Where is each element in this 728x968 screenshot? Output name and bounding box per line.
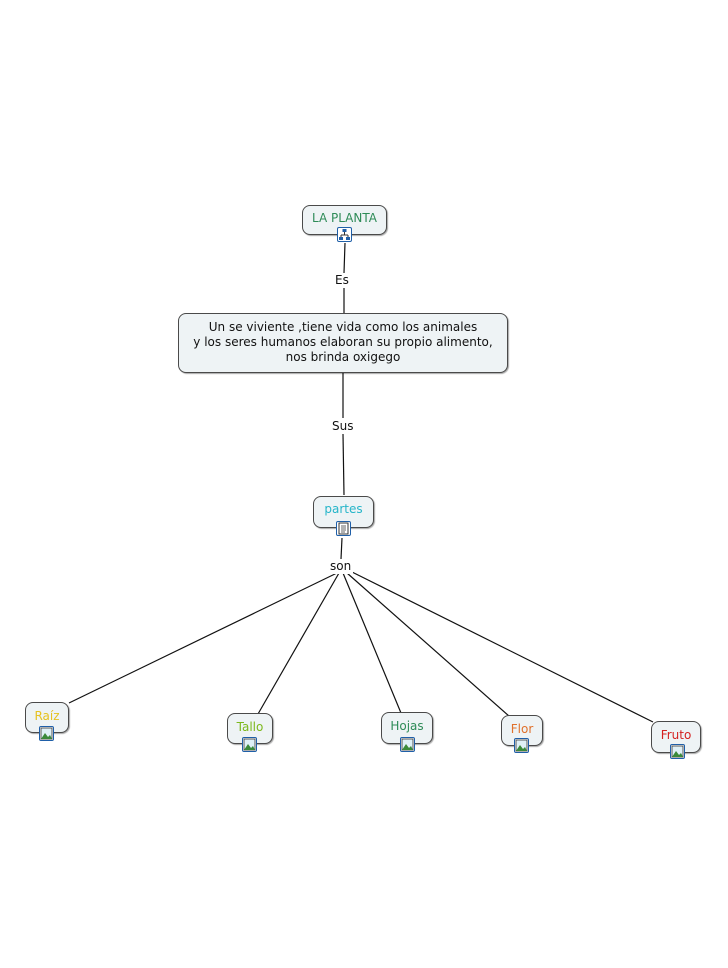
concept-label: Hojas bbox=[390, 719, 424, 733]
link-label-sus: Sus bbox=[330, 419, 356, 434]
image-icon[interactable] bbox=[514, 738, 529, 753]
concept-flor[interactable]: Flor bbox=[501, 715, 543, 746]
description-line-1: Un se viviente ,tiene vida como los anim… bbox=[208, 320, 478, 334]
image-icon[interactable] bbox=[400, 737, 415, 752]
image-icon[interactable] bbox=[39, 726, 54, 741]
link-label-son: son bbox=[328, 559, 354, 574]
image-icon[interactable] bbox=[242, 737, 257, 752]
line-planta-es bbox=[343, 242, 346, 274]
line-partes-son bbox=[340, 537, 343, 560]
concept-label: Fruto bbox=[660, 728, 692, 742]
concept-map-icon[interactable] bbox=[337, 227, 352, 242]
line-son-flor bbox=[346, 572, 510, 717]
line-son-tallo bbox=[257, 572, 340, 715]
description-line-3: nos brinda oxigego bbox=[285, 350, 401, 364]
document-icon[interactable] bbox=[336, 521, 351, 536]
line-son-hojas bbox=[342, 572, 402, 714]
line-sus-partes bbox=[342, 433, 345, 496]
concept-label: LA PLANTA bbox=[312, 211, 377, 225]
concept-description[interactable]: Un se viviente ,tiene vida como los anim… bbox=[178, 313, 508, 373]
concept-label: Flor bbox=[510, 722, 534, 736]
concept-label: Raíz bbox=[34, 709, 60, 723]
description-line-2: y los seres humanos elaboran su propio a… bbox=[193, 335, 493, 349]
image-icon[interactable] bbox=[670, 744, 685, 759]
concept-label: partes bbox=[324, 502, 363, 516]
link-label-es: Es bbox=[333, 273, 351, 288]
concept-label: Tallo bbox=[236, 720, 264, 734]
line-son-fruto bbox=[351, 571, 654, 723]
line-son-raiz bbox=[68, 572, 338, 704]
